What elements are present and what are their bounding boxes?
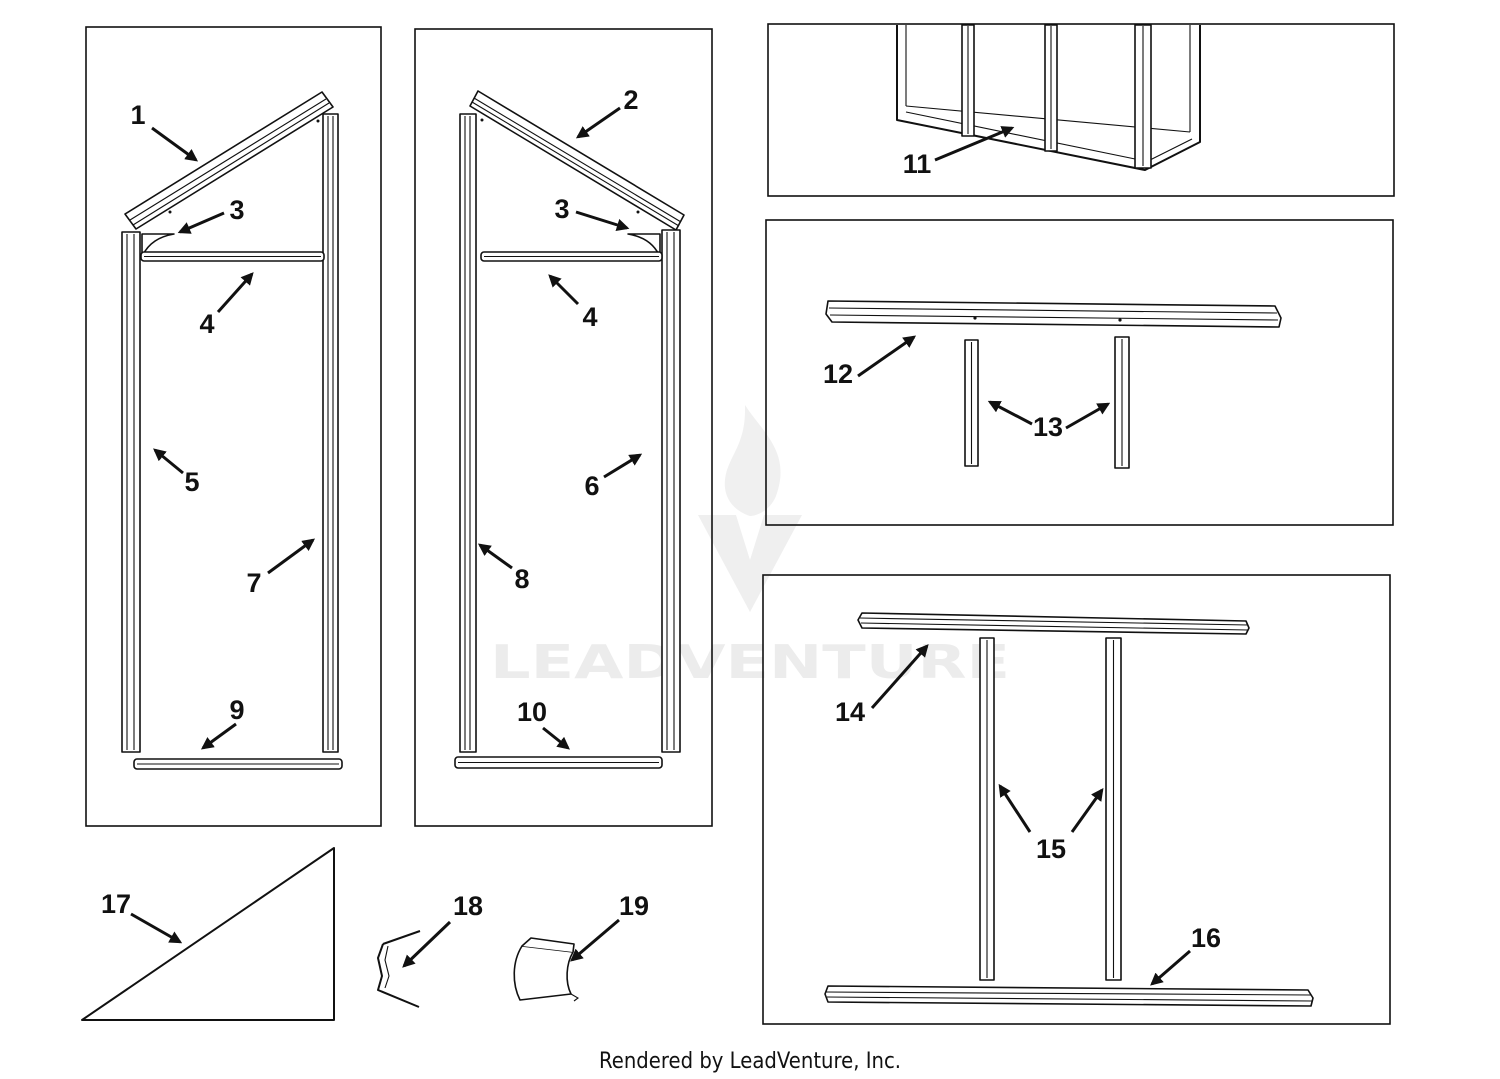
footer-credit: Rendered by LeadVenture, Inc.: [599, 1049, 901, 1074]
callout-arrow: [177, 211, 225, 234]
callout-label: 11: [903, 149, 932, 179]
callout-arrow: [477, 543, 513, 570]
curved-clip-part: [513, 937, 579, 1002]
callout-label: 12: [823, 359, 853, 389]
top-rail-part: [857, 612, 1250, 635]
rafter-part: [469, 90, 685, 231]
callout-arrow: [987, 400, 1033, 426]
header-rail-part: [825, 300, 1282, 328]
callout-label: 9: [229, 695, 244, 725]
callout-label: 6: [584, 471, 599, 501]
watermark-v-icon: [698, 515, 802, 612]
callout-arrow: [570, 918, 620, 962]
panel-b: 2 3 4 6 8 10: [414, 28, 713, 827]
panel-e-border: [762, 574, 1391, 1025]
base-frame-part: [896, 24, 1201, 171]
callout-arrow: [998, 783, 1032, 833]
callout-label: 4: [199, 309, 214, 339]
callout-arrow: [130, 912, 183, 944]
bottom-rail-part: [454, 756, 663, 769]
bottom-rail-part: [133, 758, 343, 770]
watermark-flame-icon: [724, 405, 781, 516]
callout-arrow: [151, 126, 199, 162]
callout-label: 10: [517, 697, 547, 727]
watermark: LEADVENTURE: [490, 405, 1010, 689]
panel-e: 14 15 16: [762, 574, 1391, 1025]
stud-part: [1114, 336, 1130, 469]
panel-c-border: [767, 23, 1395, 197]
callout-label: 8: [514, 564, 529, 594]
stud-part: [979, 637, 995, 981]
right-post-part: [322, 113, 339, 753]
callout-arrow: [934, 126, 1015, 162]
callout-arrow: [603, 453, 643, 479]
callout-label: 2: [623, 85, 638, 115]
callout-label: 4: [582, 302, 597, 332]
callout-arrow: [575, 210, 630, 231]
callout-label: 16: [1191, 923, 1221, 953]
left-post-part: [459, 113, 477, 753]
panel-a: 1 3 4 5 7 9: [85, 26, 382, 827]
stud-part: [964, 339, 979, 467]
clip-part: [377, 930, 421, 1008]
callout-label: 18: [453, 891, 483, 921]
callout-label: 14: [835, 697, 865, 727]
callout-label: 19: [619, 891, 649, 921]
left-post-part: [121, 231, 141, 753]
panel-b-border: [414, 28, 713, 827]
callout-arrow: [1070, 787, 1104, 833]
callout-label: 3: [554, 194, 569, 224]
triangle-panel-part: [81, 847, 335, 1021]
panel-d-border: [765, 219, 1394, 526]
callout-arrow: [267, 538, 316, 575]
callout-label: 3: [229, 195, 244, 225]
callout-arrow: [857, 335, 917, 378]
rafter-part: [124, 91, 334, 230]
callout-label: 7: [246, 568, 261, 598]
callout-arrow: [153, 448, 184, 475]
loose-parts: 17 18 19: [81, 847, 649, 1021]
callout-arrow: [1065, 402, 1111, 430]
panel-a-border: [85, 26, 382, 827]
callout-label: 1: [130, 100, 145, 130]
bottom-rail-part: [824, 985, 1314, 1007]
callout-arrow: [402, 920, 452, 968]
callout-arrow: [1150, 949, 1191, 986]
right-post-part: [661, 229, 681, 753]
crossbar-part: [140, 251, 325, 262]
callout-arrow: [575, 106, 621, 139]
callout-arrow: [200, 722, 237, 750]
callout-label: 17: [101, 889, 131, 919]
callout-label: 15: [1036, 834, 1066, 864]
callout-arrow: [870, 644, 929, 709]
stud-part: [1105, 637, 1122, 981]
callout-arrow: [542, 726, 570, 750]
callout-label: 13: [1033, 412, 1063, 442]
callout-arrow: [216, 272, 254, 314]
panel-c: 11: [767, 23, 1395, 197]
watermark-brand: LEADVENTURE: [490, 635, 1010, 689]
callout-label: 5: [184, 467, 199, 497]
callout-arrow: [548, 274, 580, 306]
panel-d: 12 13: [765, 219, 1394, 526]
crossbar-part: [480, 251, 663, 262]
